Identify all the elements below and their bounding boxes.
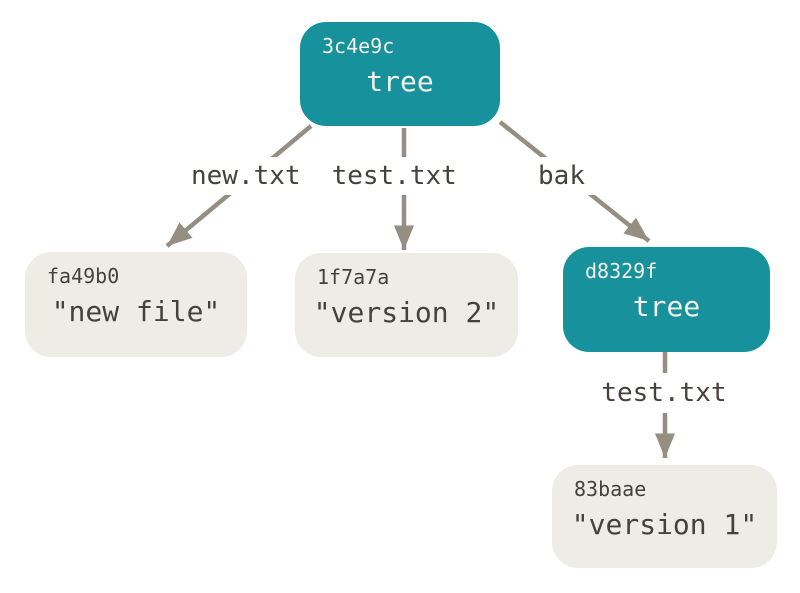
node-blob-83baae: 83baae "version 1" xyxy=(552,465,777,568)
edge-label-test-lower: test.txt xyxy=(553,373,775,413)
edge-label-bak: bak xyxy=(520,157,603,195)
node-blob-1f7a7a: 1f7a7a "version 2" xyxy=(295,253,518,357)
node-blob-fa49b0: fa49b0 "new file" xyxy=(25,252,247,357)
node-hash: 1f7a7a xyxy=(317,265,390,289)
node-tree-d8329f: d8329f tree xyxy=(563,247,770,352)
node-hash: 3c4e9c xyxy=(322,34,395,58)
node-content-label: "new file" xyxy=(51,295,221,328)
node-type-label: tree xyxy=(366,65,434,98)
edge-label-test-txt-lower: test.txt xyxy=(601,378,727,408)
node-content-label: "version 2" xyxy=(313,296,500,329)
node-type-label: tree xyxy=(632,290,701,323)
edge-label-files: new.txt test.txt xyxy=(187,157,508,195)
edge-label-new-txt: new.txt xyxy=(191,161,301,191)
node-hash: fa49b0 xyxy=(47,264,120,288)
edge-label-bak-text: bak xyxy=(538,161,585,191)
node-content-label: "version 1" xyxy=(571,508,758,541)
node-tree-root: 3c4e9c tree xyxy=(300,22,500,126)
node-hash: d8329f xyxy=(585,259,658,283)
node-hash: 83baae xyxy=(574,477,647,501)
edge-label-test-txt: test.txt xyxy=(331,161,457,191)
